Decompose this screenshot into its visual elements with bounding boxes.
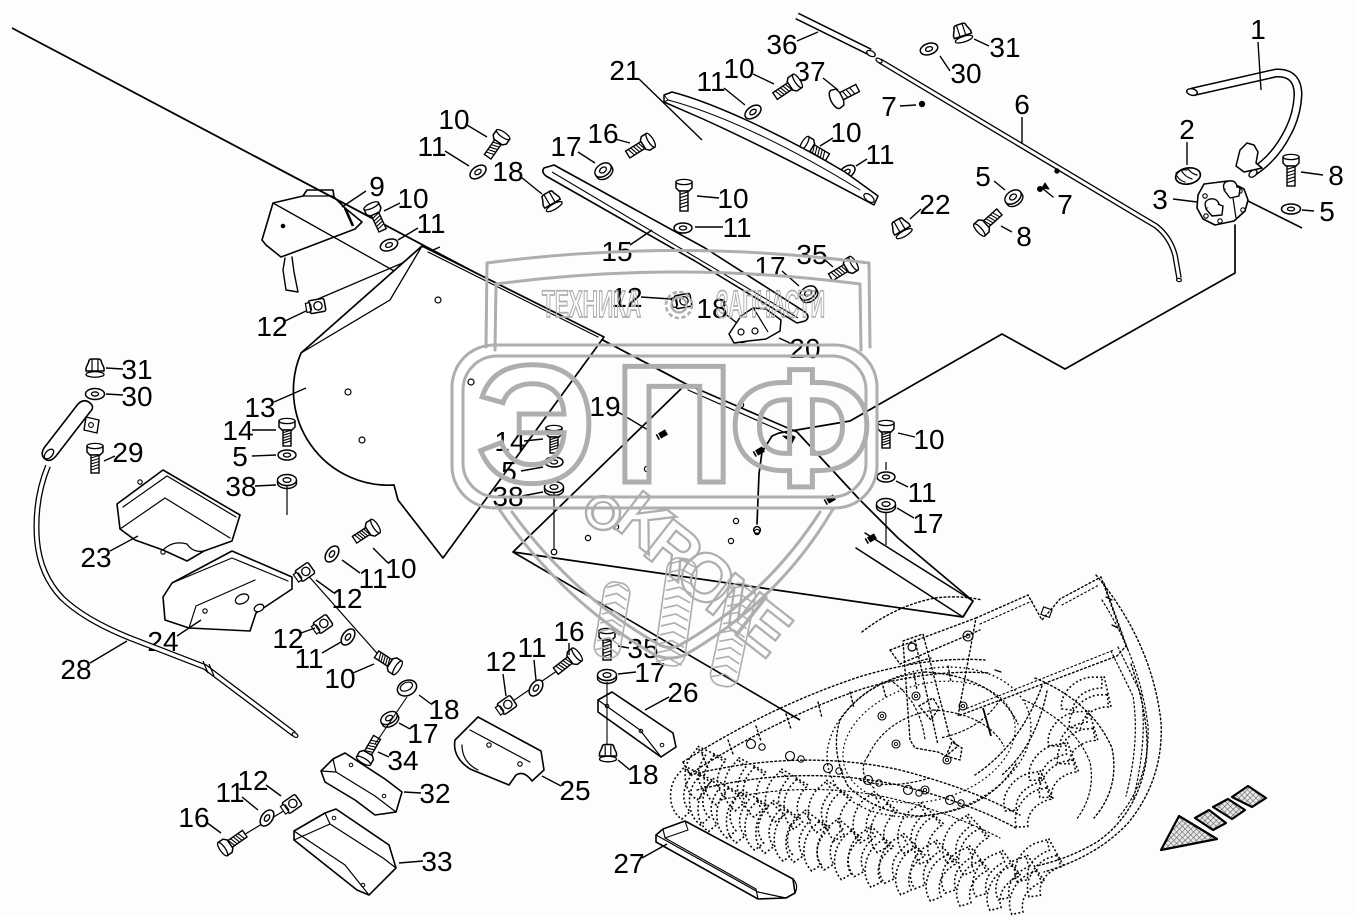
svg-text:12: 12 xyxy=(331,583,362,614)
svg-text:11: 11 xyxy=(417,131,446,162)
svg-text:6: 6 xyxy=(1014,89,1030,120)
svg-text:11: 11 xyxy=(517,632,546,663)
svg-text:10: 10 xyxy=(324,663,355,694)
svg-text:18: 18 xyxy=(627,759,658,790)
svg-text:17: 17 xyxy=(550,131,581,162)
svg-text:7: 7 xyxy=(881,91,897,122)
svg-text:26: 26 xyxy=(667,677,698,708)
svg-text:10: 10 xyxy=(913,424,944,455)
svg-text:20: 20 xyxy=(789,333,820,364)
svg-text:18: 18 xyxy=(492,156,523,187)
svg-text:9: 9 xyxy=(369,171,385,202)
svg-text:19: 19 xyxy=(589,391,620,422)
svg-text:32: 32 xyxy=(419,778,450,809)
svg-text:23: 23 xyxy=(80,542,111,573)
svg-text:16: 16 xyxy=(587,118,618,149)
svg-text:ЗАПЧАСТИ: ЗАПЧАСТИ xyxy=(716,284,825,326)
svg-text:Э: Э xyxy=(476,330,596,518)
svg-text:11: 11 xyxy=(722,212,751,243)
svg-text:18: 18 xyxy=(696,293,727,324)
svg-text:11: 11 xyxy=(358,563,387,594)
svg-text:22: 22 xyxy=(919,189,950,220)
svg-text:18: 18 xyxy=(428,694,459,725)
svg-text:10: 10 xyxy=(830,117,861,148)
svg-text:17: 17 xyxy=(754,251,785,282)
svg-text:5: 5 xyxy=(501,456,517,487)
svg-text:8: 8 xyxy=(1328,160,1344,191)
svg-text:31: 31 xyxy=(121,354,152,385)
svg-text:5: 5 xyxy=(975,161,991,192)
svg-text:11: 11 xyxy=(696,66,725,97)
svg-text:10: 10 xyxy=(438,104,469,135)
svg-text:34: 34 xyxy=(387,745,418,776)
svg-text:16: 16 xyxy=(178,802,209,833)
svg-text:21: 21 xyxy=(609,55,640,86)
svg-text:38: 38 xyxy=(225,471,256,502)
svg-text:12: 12 xyxy=(611,282,642,313)
svg-text:2: 2 xyxy=(1179,114,1195,145)
svg-text:13: 13 xyxy=(244,392,275,423)
svg-text:12: 12 xyxy=(272,623,303,654)
svg-text:Ф: Ф xyxy=(729,334,872,522)
svg-text:31: 31 xyxy=(989,32,1020,63)
svg-text:10: 10 xyxy=(397,183,428,214)
svg-text:11: 11 xyxy=(865,139,894,170)
svg-text:12: 12 xyxy=(256,311,287,342)
svg-text:17: 17 xyxy=(912,508,943,539)
svg-text:16: 16 xyxy=(553,616,584,647)
svg-text:17: 17 xyxy=(634,657,665,688)
svg-text:17: 17 xyxy=(407,718,438,749)
svg-text:14: 14 xyxy=(494,426,525,457)
svg-text:11: 11 xyxy=(294,643,323,674)
svg-text:12: 12 xyxy=(237,765,268,796)
svg-text:28: 28 xyxy=(60,654,91,685)
svg-text:14: 14 xyxy=(222,415,253,446)
svg-text:10: 10 xyxy=(385,553,416,584)
svg-text:10: 10 xyxy=(723,53,754,84)
svg-text:27: 27 xyxy=(613,848,644,879)
svg-text:П: П xyxy=(614,330,735,518)
svg-text:30: 30 xyxy=(950,58,981,89)
svg-text:8: 8 xyxy=(1016,221,1032,252)
svg-text:11: 11 xyxy=(215,777,244,808)
svg-text:12: 12 xyxy=(485,646,516,677)
svg-text:11: 11 xyxy=(416,208,445,239)
svg-text:7: 7 xyxy=(1057,189,1073,220)
svg-text:5: 5 xyxy=(1319,196,1335,227)
svg-text:30: 30 xyxy=(121,381,152,412)
svg-text:5: 5 xyxy=(232,441,248,472)
svg-text:33: 33 xyxy=(421,846,452,877)
svg-text:25: 25 xyxy=(559,775,590,806)
svg-text:36: 36 xyxy=(766,29,797,60)
svg-text:ТЕХНИКА: ТЕХНИКА xyxy=(542,284,641,326)
svg-text:10: 10 xyxy=(717,183,748,214)
svg-text:1: 1 xyxy=(1250,14,1266,45)
svg-text:29: 29 xyxy=(112,437,143,468)
svg-text:11: 11 xyxy=(907,477,936,508)
svg-text:3: 3 xyxy=(1152,184,1168,215)
